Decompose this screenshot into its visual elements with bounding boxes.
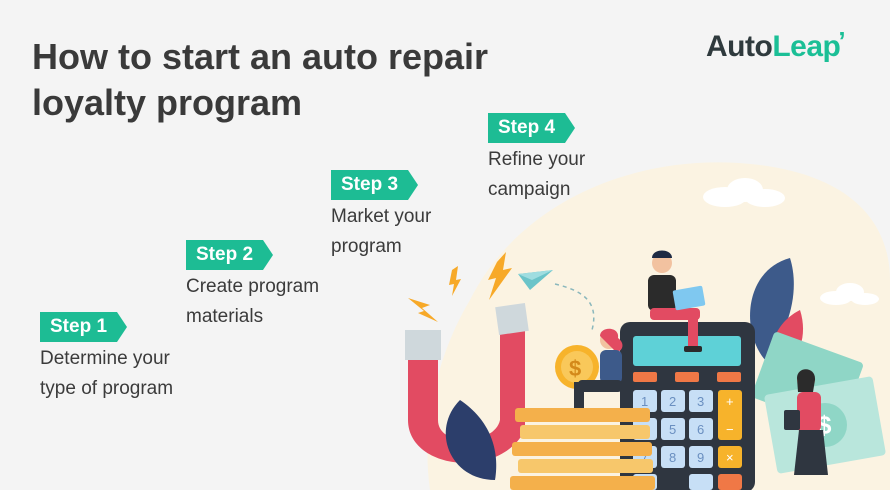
calculator-key: 2 [669, 394, 676, 409]
step-3-line-2: program [331, 236, 402, 257]
step-4: Step 4 Refine your campaign [488, 113, 585, 205]
step-1-line-2: type of program [40, 378, 174, 399]
step-4-line-2: campaign [488, 179, 571, 200]
step-3-line-1: Market your [331, 206, 432, 227]
step-3-description: Market your program [331, 202, 431, 262]
calculator-key: 6 [697, 422, 704, 437]
calculator-icon [620, 322, 755, 490]
cloud-icon [703, 178, 785, 207]
calculator-key: 3 [697, 394, 704, 409]
person-sitting [574, 328, 623, 408]
coin-icon: $ [555, 345, 599, 389]
step-1: Step 1 Determine your type of program [40, 312, 173, 404]
step-3-badge: Step 3 [331, 170, 419, 200]
logo-leap: Leap [772, 30, 841, 63]
calculator-key: 9 [697, 450, 704, 465]
lightning-icon [488, 252, 512, 300]
step-2-description: Create program materials [186, 272, 319, 332]
step-1-description: Determine your type of program [40, 344, 173, 404]
calculator-key: − [726, 422, 734, 437]
calculator-key: 5 [669, 422, 676, 437]
svg-text:$: $ [569, 356, 581, 381]
calculator-key: 8 [669, 450, 676, 465]
clipboard-icon [784, 410, 800, 430]
step-4-badge: Step 4 [488, 113, 576, 143]
step-1-badge: Step 1 [40, 312, 128, 342]
step-2-line-1: Create program [186, 276, 320, 297]
person-standing [784, 369, 828, 475]
laptop-icon [672, 285, 706, 311]
step-1-line-1: Determine your [40, 348, 170, 369]
calculator-key: 7 [641, 450, 648, 465]
step-2: Step 2 Create program materials [186, 240, 319, 332]
leaf-icon [750, 258, 794, 360]
cloud-icon [820, 283, 879, 305]
step-4-line-1: Refine your [488, 149, 586, 170]
lightning-icon [408, 298, 438, 322]
logo-auto: Auto [706, 30, 773, 63]
person-with-laptop [648, 250, 706, 352]
step-4-description: Refine your campaign [488, 145, 585, 205]
coin-stack [510, 408, 655, 490]
step-2-badge: Step 2 [186, 240, 274, 270]
calculator-key: + [726, 394, 734, 409]
magnet-icon [405, 303, 529, 463]
step-3: Step 3 Market your program [331, 170, 431, 262]
leaf-icon [445, 400, 497, 480]
calculator-key: × [726, 450, 734, 465]
lightning-icon [449, 266, 461, 296]
autoleap-logo: AutoLeap’ [706, 26, 847, 64]
page-title: How to start an auto repair loyalty prog… [32, 36, 489, 123]
calculator-key: 1 [641, 394, 648, 409]
step-2-line-2: materials [186, 306, 264, 327]
logo-mark: ’ [838, 26, 846, 56]
